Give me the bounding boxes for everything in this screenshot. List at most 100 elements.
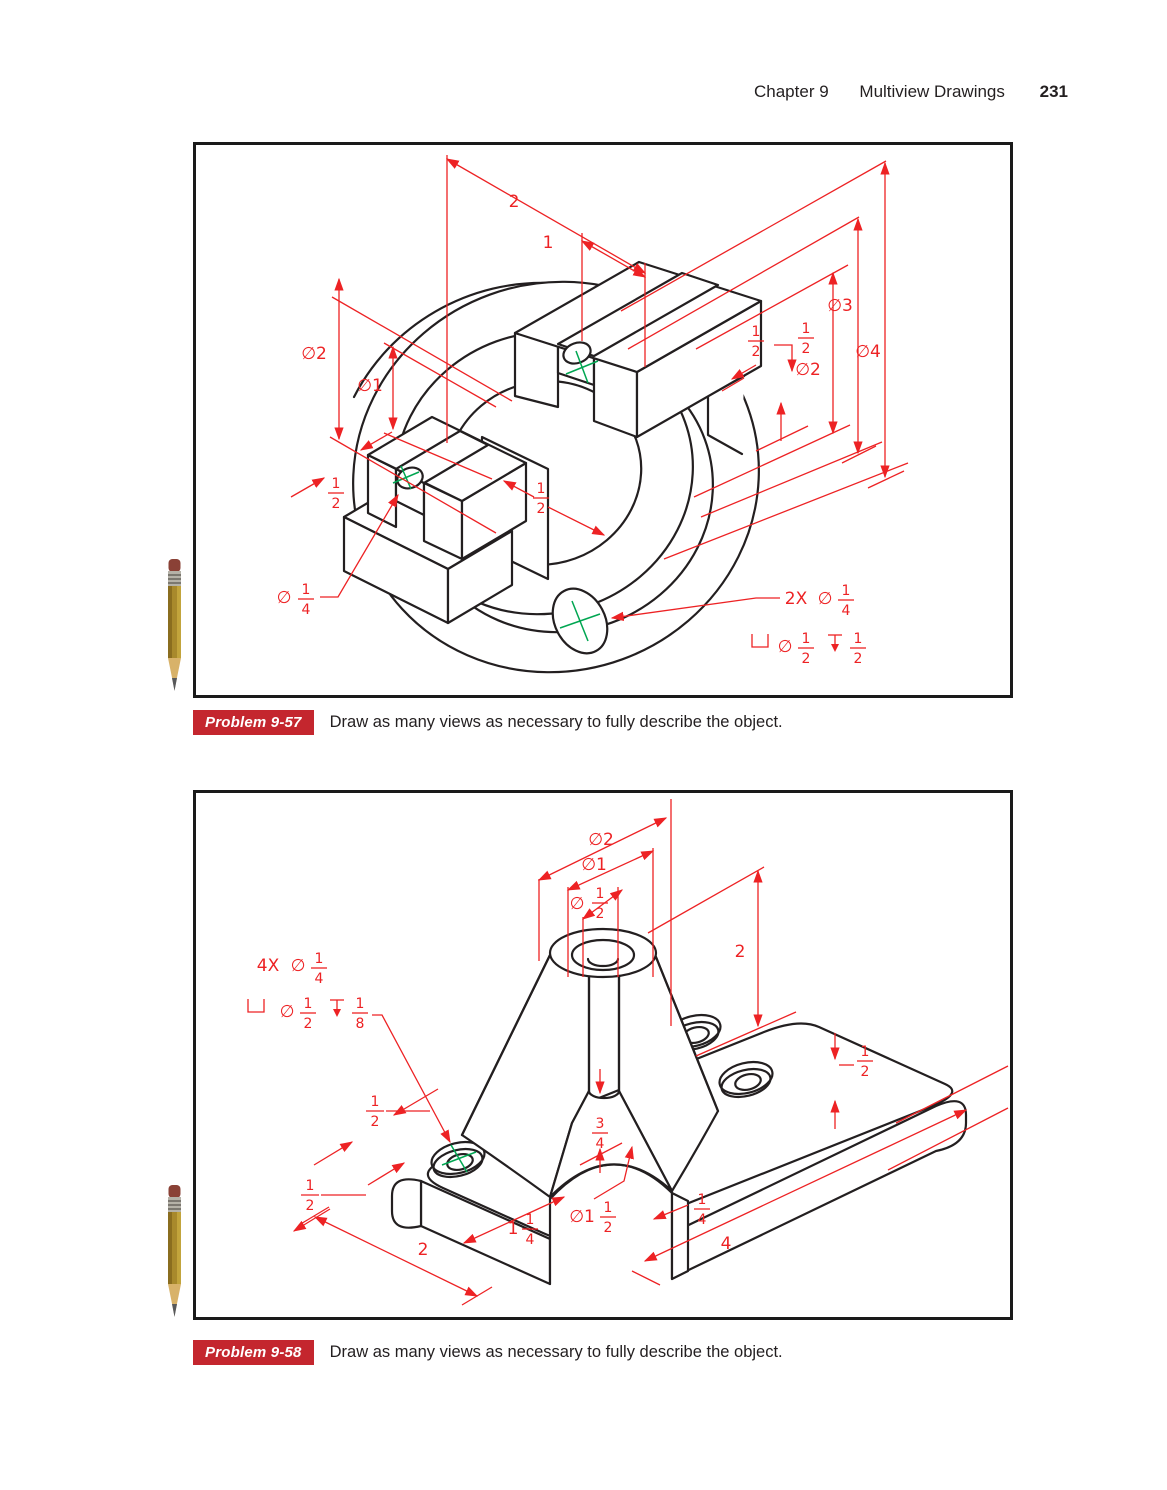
dim-notch-depth: 1 2 bbox=[755, 321, 814, 452]
depth-icon bbox=[828, 634, 842, 652]
dim-label: 1 bbox=[698, 1192, 707, 1208]
diameter-symbol: ∅1 bbox=[569, 1207, 595, 1227]
dim-width-1: 1 bbox=[543, 233, 647, 278]
depth-icon bbox=[330, 999, 344, 1017]
dim-label: 1 bbox=[802, 321, 811, 337]
dim-slot-mid: 1 2 bbox=[502, 480, 606, 536]
dim-label: 2 bbox=[509, 192, 520, 212]
dim-label: 2X bbox=[785, 589, 808, 609]
dim-label: ∅1 bbox=[357, 376, 383, 396]
dim-label: 1 bbox=[596, 886, 605, 902]
dim-label: 1 bbox=[356, 996, 365, 1012]
dim-label: 2 bbox=[861, 1064, 870, 1080]
dim-dia2-left: ∅2 bbox=[301, 277, 513, 534]
diameter-symbol: ∅ bbox=[778, 637, 793, 657]
dim-label: ∅2 bbox=[795, 360, 821, 380]
dim-label: 2 bbox=[304, 1016, 313, 1032]
dim-label: 1 bbox=[543, 233, 554, 253]
page-header: Chapter 9 Multiview Drawings 231 bbox=[0, 82, 1068, 102]
center-marks-9-57 bbox=[392, 350, 601, 642]
dim-label: 2 bbox=[735, 942, 746, 962]
dim-label: 2 bbox=[802, 651, 811, 667]
dim-label: 2 bbox=[418, 1240, 429, 1260]
dim-label: 1 bbox=[304, 996, 313, 1012]
dim-label: 1 bbox=[526, 1212, 535, 1228]
diameter-symbol: ∅ bbox=[291, 956, 306, 976]
dim-notch-width: 1 2 bbox=[721, 324, 764, 392]
figure-9-57-frame: 2 1 ∅2 ∅1 bbox=[193, 142, 1013, 698]
counterbore-icon bbox=[247, 999, 265, 1013]
dim-label: 1 bbox=[854, 631, 863, 647]
dim-notch-offset: 1 1 4 bbox=[462, 1196, 566, 1248]
diameter-symbol: ∅ bbox=[570, 894, 585, 914]
dim-label: 2 bbox=[371, 1114, 380, 1130]
dim-label: 4X bbox=[257, 956, 280, 976]
section-title: Multiview Drawings bbox=[859, 82, 1005, 101]
diameter-symbol: ∅ bbox=[277, 588, 292, 608]
part-9-58 bbox=[390, 927, 968, 1286]
page-number: 231 bbox=[1039, 82, 1068, 101]
dim-dia4: ∅4 bbox=[620, 160, 909, 560]
dim-label: 1 bbox=[302, 582, 311, 598]
dim-width-2: 2 bbox=[445, 158, 647, 274]
dim-dia2-right: ∅2 bbox=[693, 264, 851, 498]
dim-label: 4 bbox=[842, 603, 851, 619]
dim-counterbore-note: ∅ 1 2 1 8 bbox=[247, 996, 451, 1144]
dim-label: 1 bbox=[371, 1094, 380, 1110]
diameter-symbol: ∅ bbox=[818, 589, 833, 609]
dim-small-hole: ∅ 1 4 bbox=[277, 493, 399, 618]
pencil-icon bbox=[168, 1185, 181, 1317]
dim-label: 1 bbox=[604, 1200, 613, 1216]
dim-counterbore-note: ∅ 1 2 1 2 bbox=[751, 631, 866, 667]
pencil-icon bbox=[168, 559, 181, 691]
dim-label: 1 bbox=[842, 583, 851, 599]
dim-label: 1 bbox=[537, 481, 546, 497]
diameter-symbol: ∅ bbox=[280, 1002, 295, 1022]
dim-label: 4 bbox=[596, 1136, 605, 1152]
part-9-57 bbox=[342, 260, 763, 674]
dim-label: 1 bbox=[861, 1044, 870, 1060]
problem-label: Problem 9-57 bbox=[193, 710, 314, 735]
problem-label: Problem 9-58 bbox=[193, 1340, 314, 1365]
dim-label: ∅2 bbox=[301, 344, 327, 364]
dim-label: 4 bbox=[526, 1232, 535, 1248]
dim-height-2: 2 bbox=[647, 866, 797, 1057]
dim-slot-left: 1 2 bbox=[290, 431, 393, 512]
problem-caption: Draw as many views as necessary to fully… bbox=[329, 713, 783, 731]
dim-edge-a: 1 2 bbox=[313, 1088, 439, 1166]
dim-label: ∅2 bbox=[588, 830, 614, 850]
dim-label: ∅3 bbox=[827, 296, 853, 316]
dim-label: 4 bbox=[721, 1234, 732, 1254]
dim-label: 2 bbox=[604, 1220, 613, 1236]
dim-dia2: ∅2 bbox=[537, 817, 668, 881]
dim-label: 3 bbox=[596, 1116, 605, 1132]
dim-dia1-left: ∅1 bbox=[357, 342, 497, 480]
dim-label: 1 bbox=[508, 1219, 519, 1239]
figure-9-58-frame: ∅2 ∅1 ∅ 1 2 2 bbox=[193, 790, 1013, 1320]
dim-holes-note: 2X ∅ 1 4 bbox=[610, 583, 854, 622]
figure-9-57-drawing: 2 1 ∅2 ∅1 bbox=[277, 155, 909, 674]
dim-label: ∅1 bbox=[581, 855, 607, 875]
dim-label: 4 bbox=[698, 1212, 707, 1228]
dim-label: 2 bbox=[752, 344, 761, 360]
dim-label: 8 bbox=[356, 1016, 365, 1032]
dim-label: 4 bbox=[302, 602, 311, 618]
figure-9-58-drawing: ∅2 ∅1 ∅ 1 2 2 bbox=[247, 799, 1009, 1306]
dim-label: 4 bbox=[315, 971, 324, 987]
dim-base-width: 2 bbox=[298, 1206, 493, 1306]
dim-label: 2 bbox=[537, 501, 546, 517]
center-marks-9-58 bbox=[441, 1144, 477, 1173]
dim-label: 1 bbox=[802, 631, 811, 647]
dim-edge-b: 1 2 bbox=[292, 1162, 406, 1232]
dim-dia1: ∅1 bbox=[566, 850, 655, 891]
dim-dia-half: ∅ 1 2 bbox=[570, 886, 624, 922]
dim-depth-34: 3 4 bbox=[579, 1069, 623, 1173]
dim-label: 1 bbox=[332, 476, 341, 492]
caption-9-57: Problem 9-57 Draw as many views as neces… bbox=[193, 710, 783, 735]
dim-bore-dia: ∅1 1 2 bbox=[569, 1145, 634, 1236]
caption-9-58: Problem 9-58 Draw as many views as neces… bbox=[193, 1340, 783, 1365]
dim-label: ∅4 bbox=[855, 342, 881, 362]
dimensions-9-57: 2 1 ∅2 ∅1 bbox=[277, 155, 909, 667]
dim-label: 2 bbox=[854, 651, 863, 667]
